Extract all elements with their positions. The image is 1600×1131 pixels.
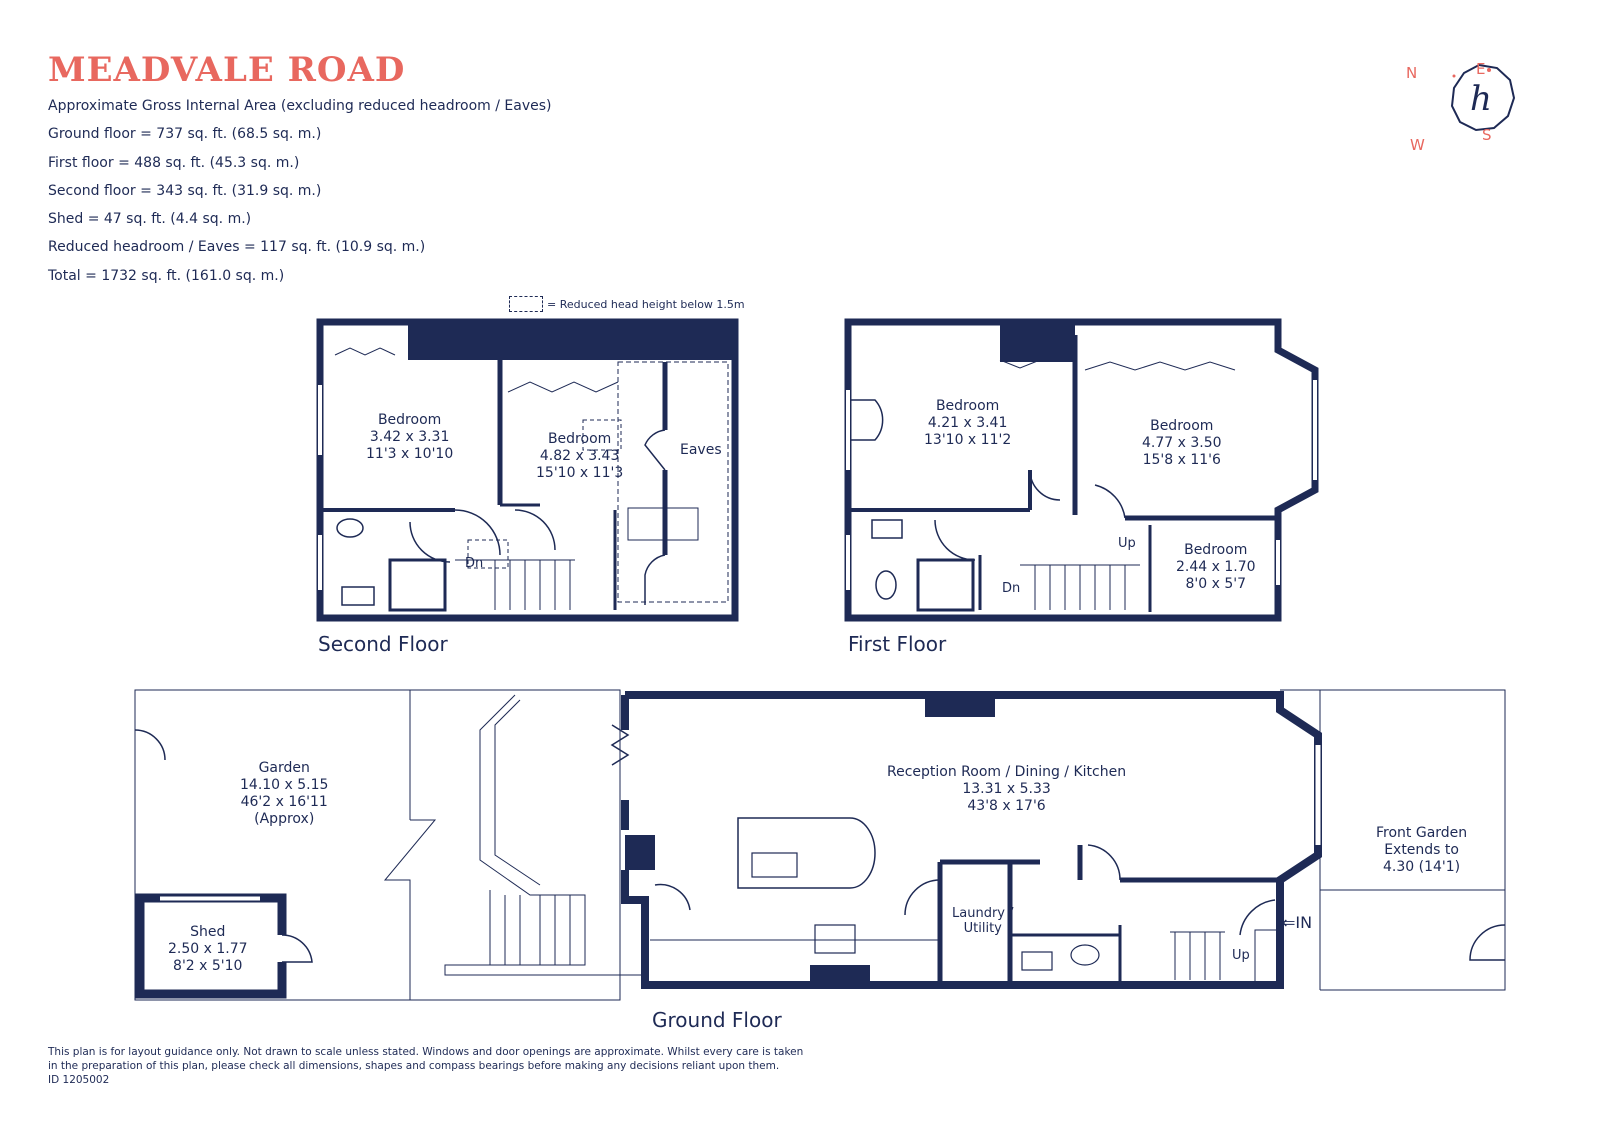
area-line: Approximate Gross Internal Area (excludi… [48,98,552,114]
area-line: First floor = 488 sq. ft. (45.3 sq. m.) [48,154,300,171]
room-size-metric: 13.31 x 5.33 [962,781,1051,797]
room-size-metric: 2.44 x 1.70 [1176,559,1256,575]
reduced-head-height-swatch [509,296,543,312]
first-floor-plan [844,318,1319,622]
room-size-imperial: 15'10 x 11'3 [536,465,624,481]
room-size-imperial: 11'3 x 10'10 [366,446,454,462]
room-note: Extends to [1384,842,1459,858]
area-line: Shed = 47 sq. ft. (4.4 sq. m.) [48,211,252,228]
disclaimer-line: in the preparation of this plan, please … [48,1060,780,1072]
room-size-imperial: 46'2 x 16'11 [240,794,328,810]
first-floor-bedroom-1: Bedroom 4.21 x 3.41 13'10 x 11'2 [924,398,1011,449]
entrance-label: ⇐IN [1282,914,1312,931]
legend-label: = Reduced head height below 1.5m [547,297,745,311]
eaves-label: Eaves [680,442,722,458]
garden-label: Garden 14.10 x 5.15 46'2 x 16'11 (Approx… [240,760,328,828]
room-name: Shed [190,924,226,940]
room-size-metric: 4.77 x 3.50 [1142,435,1222,451]
second-floor-stairs-down: Dn [465,556,484,571]
ground-floor-label: Ground Floor [652,1008,782,1032]
first-floor-stairs-up: Up [1118,536,1136,551]
ground-floor-plan [134,689,1506,1001]
room-name: Garden [258,760,310,776]
room-name: Bedroom [1150,418,1214,434]
ground-floor-stairs-up: Up [1232,948,1250,963]
logo-letter: h [1470,79,1492,119]
compass-west: W [1410,136,1425,154]
first-floor-stairs-down: Dn [1002,581,1021,596]
room-name: Bedroom [547,431,612,447]
room-name: Laundry / [952,906,1014,921]
first-floor-bedroom-3: Bedroom 2.44 x 1.70 8'0 x 5'7 [1176,542,1256,593]
second-floor-bedroom-1: Bedroom 3.42 x 3.31 11'3 x 10'10 [366,412,453,463]
first-floor-label: First Floor [848,632,947,656]
property-title: MEADVALE ROAD [48,50,406,90]
area-line: Second floor = 343 sq. ft. (31.9 sq. m.) [48,182,322,199]
disclaimer: This plan is for layout guidance only. N… [48,1045,848,1087]
compass-south: S [1482,126,1492,144]
first-floor-bedroom-2: Bedroom 4.77 x 3.50 15'8 x 11'6 [1142,418,1222,469]
area-summary: Approximate Gross Internal Area (excludi… [48,92,552,290]
room-size-imperial: 15'8 x 11'6 [1142,452,1221,468]
area-line: Reduced headroom / Eaves = 117 sq. ft. (… [48,239,426,256]
room-name: Utility [963,921,1002,936]
area-line: Ground floor = 737 sq. ft. (68.5 sq. m.) [48,126,322,143]
compass-north: N [1406,64,1418,82]
second-floor-plan [316,318,739,622]
room-size: 4.30 (14'1) [1383,859,1461,875]
room-size-metric: 4.82 x 3.43 [539,448,620,464]
shed-label: Shed 2.50 x 1.77 8'2 x 5'10 [168,924,248,975]
entrance-text: IN [1295,913,1313,932]
front-garden-label: Front Garden Extends to 4.30 (14'1) [1376,825,1467,876]
room-name: Front Garden [1376,825,1468,841]
room-name: Reception Room / Dining / Kitchen [887,764,1127,780]
reception-room-label: Reception Room / Dining / Kitchen 13.31 … [887,764,1126,815]
compass-east: E [1476,60,1486,78]
room-size-metric: 2.50 x 1.77 [168,941,248,957]
area-line: Total = 1732 sq. ft. (161.0 sq. m.) [48,267,285,284]
room-note: (Approx) [254,811,315,827]
legend: = Reduced head height below 1.5m [509,296,745,312]
room-size-metric: 3.42 x 3.31 [369,429,450,445]
compass-icon: h [1450,63,1516,132]
second-floor-label: Second Floor [318,632,448,656]
disclaimer-line: This plan is for layout guidance only. N… [48,1046,804,1058]
second-floor-bedroom-2: Bedroom 4.82 x 3.43 15'10 x 11'3 [536,431,623,482]
room-name: Bedroom [935,398,1000,414]
room-size-imperial: 8'0 x 5'7 [1185,576,1247,592]
plan-id: ID 1205002 [48,1074,110,1086]
room-size-imperial: 13'10 x 11'2 [924,432,1012,448]
entrance-arrow-icon: ⇐ [1282,913,1296,932]
room-size-imperial: 43'8 x 17'6 [967,798,1046,814]
room-size-metric: 4.21 x 3.41 [927,415,1008,431]
laundry-utility-label: Laundry / Utility [952,906,1014,936]
room-name: Bedroom [377,412,442,428]
room-name: Bedroom [1184,542,1248,558]
compass-logo: h N E W S [1406,60,1542,160]
room-size-imperial: 8'2 x 5'10 [173,958,243,974]
room-size-metric: 14.10 x 5.15 [240,777,329,793]
